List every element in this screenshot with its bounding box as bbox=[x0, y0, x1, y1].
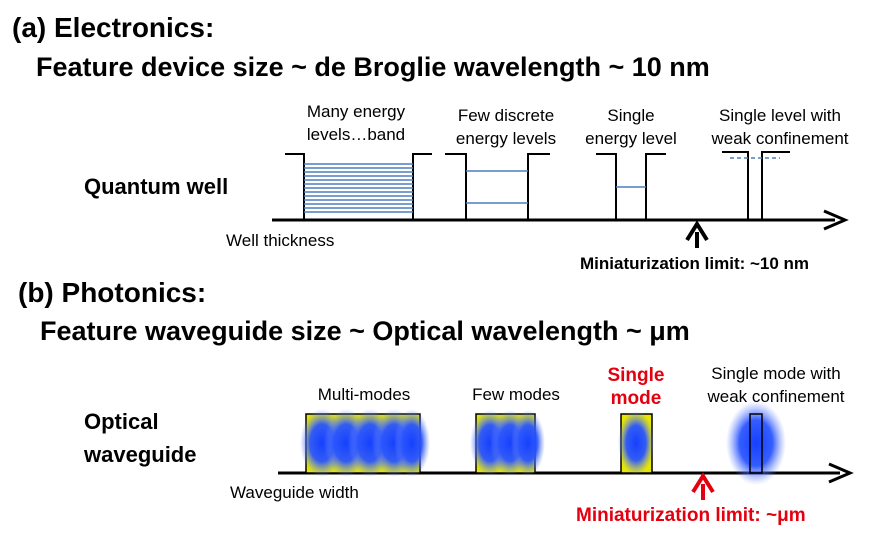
well-thickness-axis-label: Well thickness bbox=[226, 231, 335, 250]
well-label-single: Single energy level bbox=[575, 104, 687, 150]
waveguide-label-weak-line1: Single mode with bbox=[711, 364, 841, 383]
well-label-few-line1: Few discrete bbox=[457, 106, 555, 125]
section-b-subheading: Feature waveguide size ~ Optical wavelen… bbox=[40, 316, 690, 346]
quantum-well-single-level bbox=[596, 153, 666, 220]
well-label-few: Few discrete energy levels bbox=[444, 104, 568, 150]
waveguide-label-few: Few modes bbox=[456, 383, 576, 406]
well-label-few-line2: energy levels bbox=[455, 129, 557, 148]
section-a-subheading: Feature device size ~ de Broglie wavelen… bbox=[36, 52, 710, 82]
waveguide-label-weak: Single mode with weak confinement bbox=[688, 362, 864, 408]
well-label-single-line1: Single bbox=[607, 106, 655, 125]
axis-a-arrowhead bbox=[823, 209, 849, 231]
optical-waveguide-row-label: Optical waveguide bbox=[84, 405, 196, 471]
well-label-weak-line1: Single level with bbox=[719, 106, 841, 125]
waveguide-label-single: Single mode bbox=[588, 364, 684, 410]
well-label-single-line2: energy level bbox=[585, 129, 677, 148]
well-label-many: Many energy levels…band bbox=[296, 100, 416, 146]
miniaturization-limit-b: Miniaturization limit: ~μm bbox=[576, 505, 806, 526]
limit-arrow-a bbox=[685, 220, 709, 248]
quantum-well-many-levels bbox=[285, 153, 432, 220]
waveguide-single-mode bbox=[618, 411, 654, 475]
well-label-weak-line2: weak confinement bbox=[711, 129, 849, 148]
waveguide-label-single-line1: Single bbox=[607, 365, 665, 386]
waveguide-multi-modes bbox=[300, 409, 430, 477]
section-a-heading: (a) Electronics: bbox=[12, 12, 215, 43]
waveguide-label-weak-line2: weak confinement bbox=[707, 387, 845, 406]
waveguide-label-multi: Multi-modes bbox=[300, 383, 428, 406]
limit-arrow-b bbox=[691, 472, 715, 500]
section-b-heading: (b) Photonics: bbox=[18, 277, 207, 308]
axis-b-arrowhead bbox=[828, 462, 854, 484]
quantum-well-weak-confinement bbox=[722, 151, 790, 220]
miniaturization-limit-a: Miniaturization limit: ~10 nm bbox=[580, 254, 810, 273]
waveguide-weak-confinement bbox=[726, 401, 786, 485]
optical-waveguide-row-label-line1: Optical bbox=[84, 409, 159, 434]
waveguide-width-axis-label: Waveguide width bbox=[230, 483, 359, 502]
waveguide-label-single-line2: mode bbox=[610, 388, 662, 409]
well-label-many-line2: levels…band bbox=[306, 125, 406, 144]
waveguide-label-few-line1: Few modes bbox=[472, 385, 560, 404]
quantum-well-few-levels bbox=[445, 153, 550, 220]
optical-waveguide-row-label-line2: waveguide bbox=[84, 442, 197, 467]
waveguide-label-multi-line1: Multi-modes bbox=[317, 385, 411, 404]
well-label-many-line1: Many energy bbox=[306, 102, 406, 121]
quantum-well-row-label: Quantum well bbox=[84, 174, 229, 199]
well-label-weak: Single level with weak confinement bbox=[692, 104, 868, 150]
waveguide-few-modes bbox=[470, 410, 545, 476]
